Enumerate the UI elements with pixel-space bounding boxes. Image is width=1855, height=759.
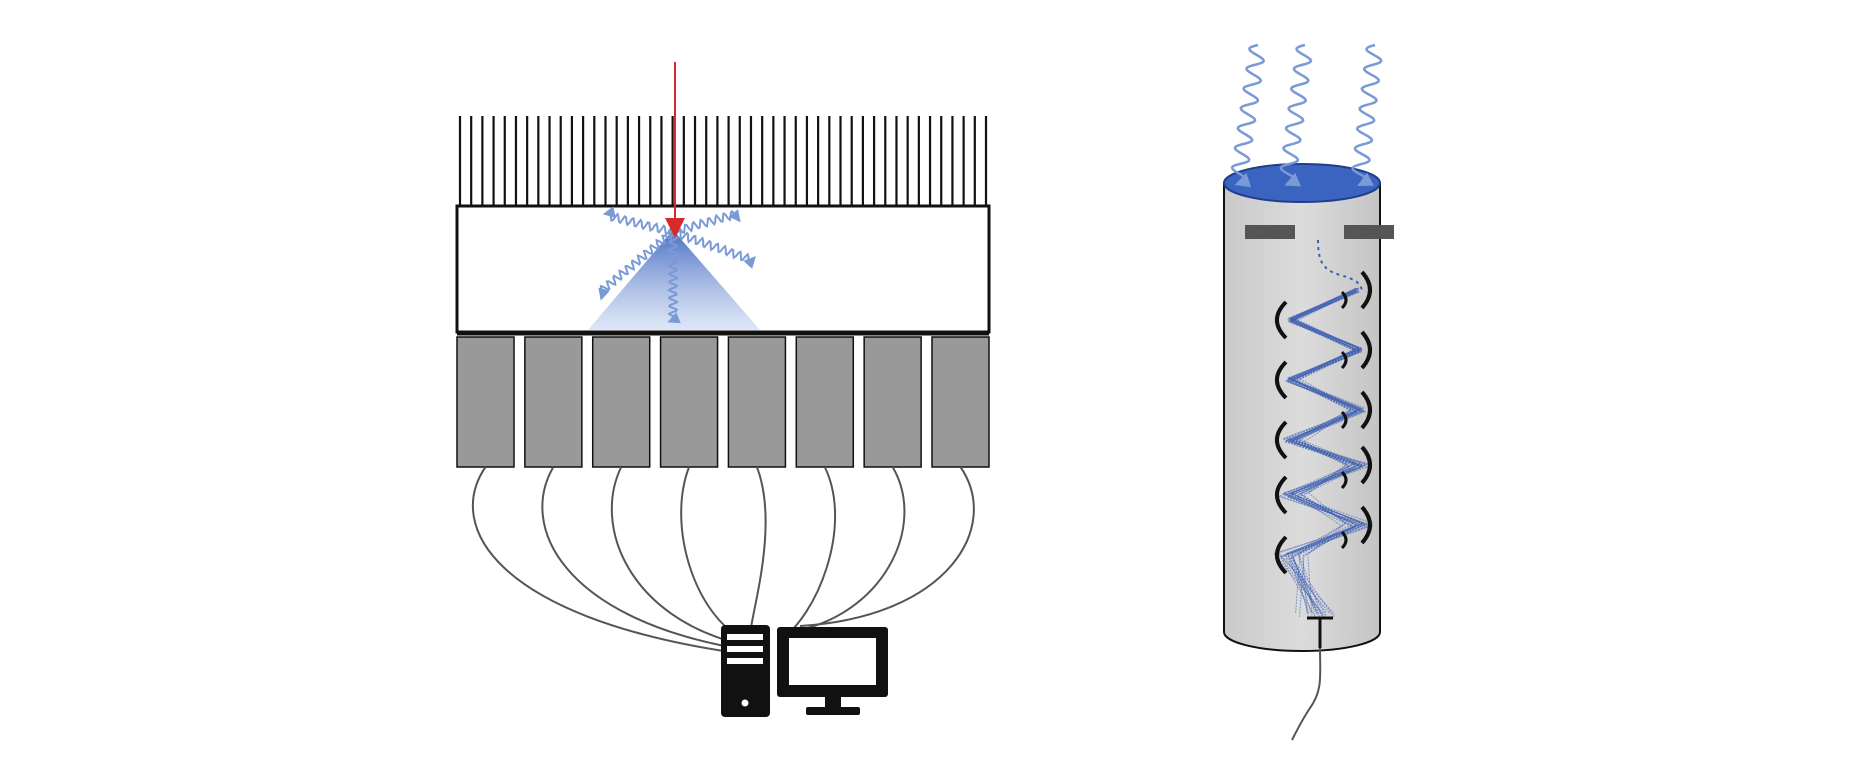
electron-trajectory (1282, 288, 1371, 618)
dynode-inner (1340, 290, 1348, 310)
dynode-right (1360, 445, 1372, 485)
detector-modules (456, 336, 990, 468)
dynode-inner (1340, 470, 1348, 490)
dynode-right (1360, 330, 1372, 370)
dynode-right (1360, 270, 1372, 310)
photon-wave (672, 228, 756, 269)
photocathode-window (1223, 163, 1381, 203)
detector-module (795, 336, 855, 468)
signal-cable (541, 466, 736, 649)
output-cable (1291, 647, 1322, 741)
signal-cable (789, 466, 906, 633)
detector-module (659, 336, 719, 468)
photon-wave (602, 206, 674, 237)
signal-cable (749, 466, 767, 637)
scattered-photons (598, 206, 756, 324)
photomultiplier-tube-diagram (1223, 43, 1394, 741)
dynode-inner (1340, 410, 1348, 430)
electron-trajectory (1285, 288, 1366, 618)
detector-module (863, 336, 922, 468)
dynode-right (1360, 390, 1372, 430)
incoming-light-waves (1230, 43, 1383, 188)
focusing-electrode-left (1245, 225, 1295, 239)
electron-cascade (1273, 287, 1374, 618)
dynode-right (1360, 505, 1372, 545)
incoming-wave (1230, 43, 1266, 188)
signal-cable (610, 466, 741, 645)
signal-cable (799, 466, 975, 627)
photoelectron-path (1317, 239, 1363, 291)
dynode-left (1275, 420, 1288, 460)
dynode-left (1275, 535, 1288, 575)
photon-wave (598, 228, 674, 301)
dynode-chain (1275, 270, 1372, 575)
detector-module (524, 336, 583, 468)
incoming-wave (1279, 43, 1313, 187)
electron-trajectory (1281, 290, 1366, 614)
scintillator-detector-diagram (455, 62, 991, 717)
monitor-icon (777, 627, 888, 715)
dynode-left (1275, 300, 1288, 340)
computer-tower-icon (721, 625, 770, 717)
detector-module (456, 336, 515, 468)
detector-module (591, 336, 651, 468)
anode-terminal (1307, 616, 1333, 648)
incoming-wave (1351, 43, 1383, 187)
fiber-array (458, 116, 988, 206)
dynode-inner (1340, 350, 1348, 370)
dynode-left (1275, 475, 1288, 515)
tube-body (1223, 182, 1381, 652)
photon-wave (667, 231, 681, 324)
signal-cable (471, 466, 731, 653)
dynode-inner (1340, 530, 1348, 550)
electron-trajectory (1285, 287, 1365, 618)
focusing-electrode-right (1344, 225, 1394, 239)
signal-cables (471, 466, 975, 653)
electron-trajectory (1277, 291, 1365, 615)
signal-cable (779, 466, 837, 641)
detector-module (727, 336, 787, 468)
detector-module (931, 336, 990, 468)
electron-trajectory (1276, 291, 1370, 614)
dynode-left (1275, 360, 1288, 400)
signal-cable (680, 466, 746, 641)
